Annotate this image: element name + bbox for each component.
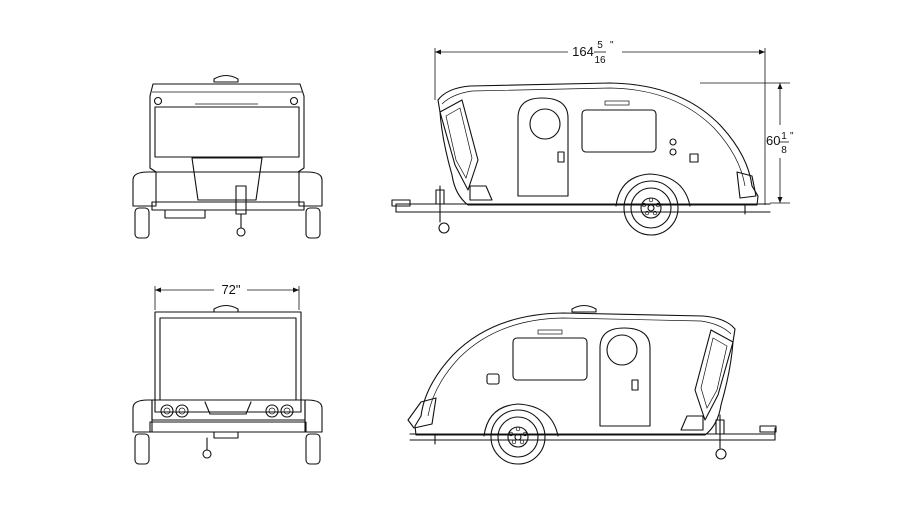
height-dimension: 60 1 8 " [700,82,794,204]
side-view-right: 164 5 16 " 60 1 8 " [391,40,794,236]
length-dimension: 164 5 16 " [434,40,766,205]
height-numerator: 1 [781,131,787,142]
height-denominator: 8 [781,145,787,156]
length-denominator: 16 [594,55,606,66]
front-view [132,74,323,239]
height-unit: " [790,131,794,142]
length-whole: 164 [572,44,594,59]
length-unit: " [610,40,614,51]
length-numerator: 5 [597,40,603,51]
width-dimension: 72" [154,282,300,310]
height-whole: 60 [766,133,780,148]
width-label: 72" [221,282,240,297]
rear-view: 72" [132,282,323,465]
side-view-left [407,304,777,465]
